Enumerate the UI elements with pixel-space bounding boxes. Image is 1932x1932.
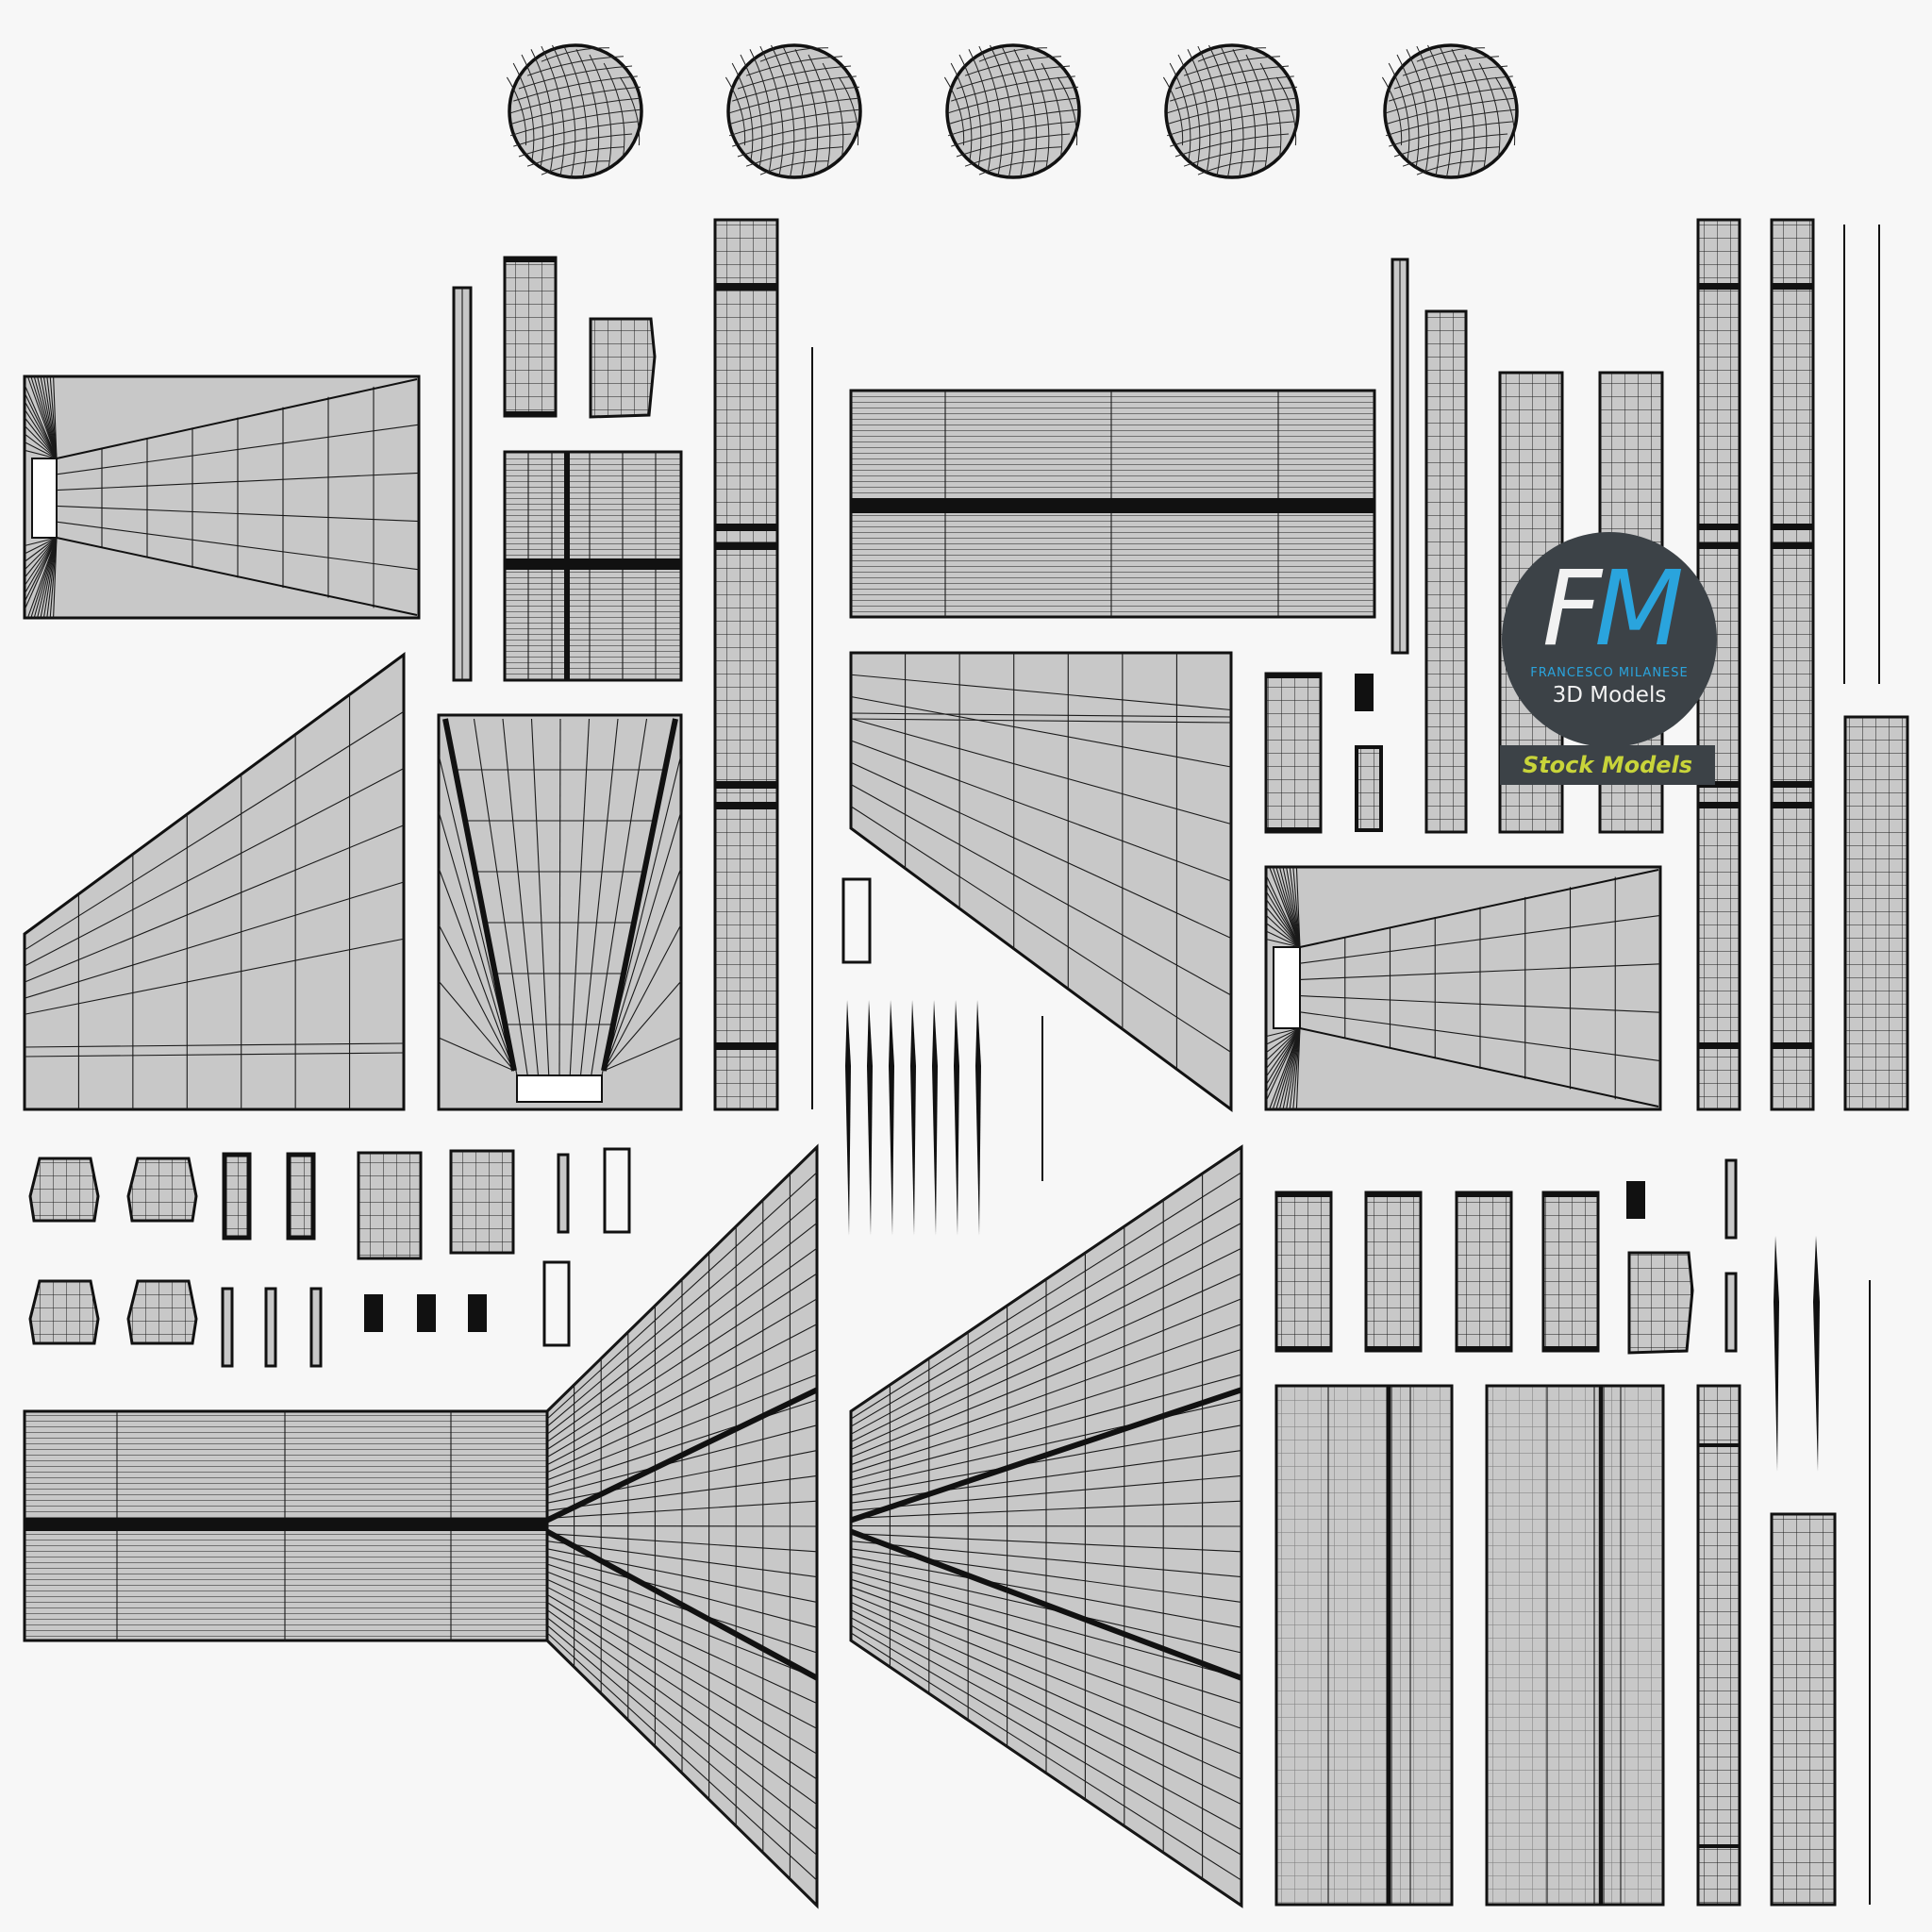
uv-island-strip-a	[452, 286, 473, 682]
sphere-3	[943, 43, 1081, 179]
uv-island-wedge-middle	[849, 651, 1233, 1112]
uv-island-slivers	[845, 1000, 981, 1236]
uv-island-fan-middle	[849, 1144, 1243, 1908]
uv-island-strip-b	[1391, 258, 1409, 655]
uv-island-small-pieces-right	[1264, 672, 1383, 834]
logo-author: FRANCESCO MILANESE	[1530, 666, 1689, 680]
uv-island-small-row-right	[1274, 1158, 1738, 1355]
sphere-1	[506, 43, 643, 179]
uv-island-box-left	[23, 375, 421, 620]
uv-island-funnel	[437, 713, 683, 1111]
sphere-2	[724, 43, 862, 179]
uv-island-wedge-left	[23, 652, 406, 1111]
brand-logo: FM FRANCESCO MILANESE 3D Models	[1502, 532, 1717, 747]
uv-island-column-4	[1696, 218, 1741, 1111]
sphere-row	[506, 43, 1519, 179]
uv-island-small-cluster-left	[28, 1147, 631, 1368]
uv-island-column-1	[1424, 309, 1468, 834]
uv-island-tall-column-a	[713, 218, 779, 1111]
sphere-4	[1162, 43, 1300, 179]
uv-island-big-panels-right	[1274, 1384, 1665, 1907]
logo-letter-m: M	[1594, 548, 1684, 669]
uv-island-bent-small	[589, 317, 657, 419]
logo-letter-f: F	[1541, 548, 1602, 669]
uv-island-long-strip-fan	[23, 1143, 819, 1909]
uv-island-column-5	[1770, 218, 1815, 1111]
uv-island-wide-panel	[849, 389, 1376, 619]
stock-models-badge: Stock Models	[1500, 745, 1715, 785]
uv-island-small-panel	[503, 256, 558, 418]
uv-island-box-right	[1264, 865, 1662, 1111]
logo-monogram: FM	[1502, 557, 1717, 660]
uv-island-columns-bottom-right	[1696, 1236, 1871, 1907]
sphere-5	[1381, 43, 1519, 179]
uv-island-column-6	[1843, 715, 1909, 1111]
logo-subtitle: 3D Models	[1552, 683, 1667, 708]
uv-island-grid-square	[503, 450, 683, 682]
uv-island-outline-rect	[841, 877, 872, 964]
